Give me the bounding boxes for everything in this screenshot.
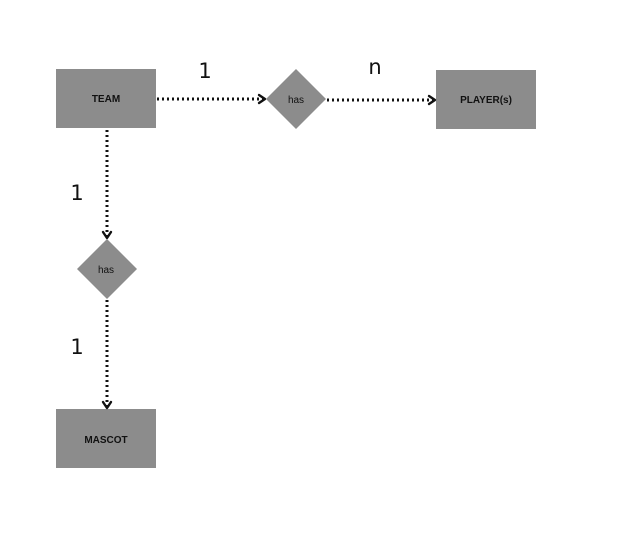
relationship-team-players[interactable]: has [266,69,326,129]
arrowhead-down-icon [101,230,113,240]
entity-team[interactable]: TEAM [56,69,156,128]
relationship-team-mascot-diamond [77,239,137,299]
entity-players[interactable]: PLAYER(s) [436,70,536,129]
entity-mascot-box [56,409,156,468]
entity-mascot-label: MASCOT [84,435,127,446]
edge-team-to-has-players [157,93,267,105]
cardinality-team-players-right: n [368,55,381,79]
cardinality-team-mascot-top: 1 [70,181,83,205]
entity-players-box [436,70,536,129]
cardinality-team-mascot-bottom: 1 [70,335,83,359]
entity-players-label: PLAYER(s) [460,95,512,106]
arrowhead-right-icon [257,93,267,105]
relationship-team-mascot[interactable]: has [77,239,137,299]
relationship-team-mascot-label: has [98,265,114,276]
arrowhead-right-icon [427,94,437,106]
arrowhead-down-icon [101,400,113,410]
edge-has-to-mascot [101,300,113,410]
relationship-team-players-label: has [288,95,304,106]
relationship-team-players-diamond [266,69,326,129]
entity-team-box [56,69,156,128]
edge-has-to-players [327,94,437,106]
entity-team-label: TEAM [92,94,120,105]
cardinality-team-players-left: 1 [198,59,211,83]
entity-mascot[interactable]: MASCOT [56,409,156,468]
edge-team-to-has-mascot [101,130,113,240]
